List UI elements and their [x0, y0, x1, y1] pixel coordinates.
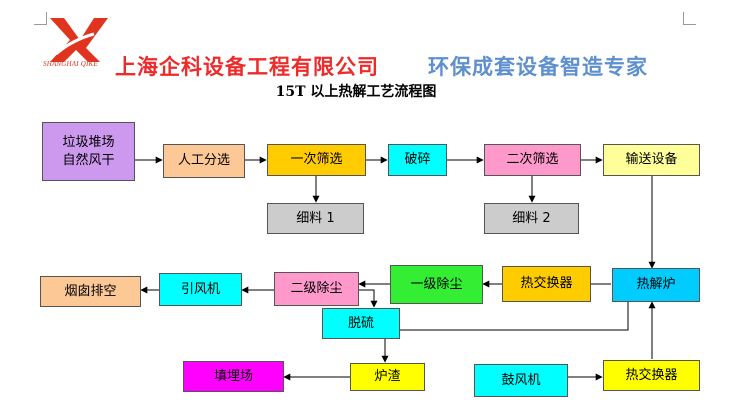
page-corner-mark-right — [683, 12, 696, 25]
node-dust-removal-1: 一级除尘 — [390, 265, 483, 304]
node-fines-2: 细料 2 — [484, 203, 579, 234]
node-crush: 破碎 — [388, 144, 447, 176]
node-induced-fan: 引风机 — [159, 273, 242, 306]
node-screen-1: 一次筛选 — [267, 144, 366, 176]
node-manual-sort: 人工分选 — [163, 144, 245, 178]
page-corner-mark-left — [34, 12, 47, 25]
company-slogan: 环保成套设备智造专家 — [428, 54, 648, 79]
diagram-title: 15T 以上热解工艺流程图 — [275, 84, 437, 100]
node-screen-2: 二次筛选 — [484, 144, 581, 176]
logo-text: SHANGHAI QIKE — [43, 60, 98, 68]
node-conveyor: 输送设备 — [603, 144, 700, 176]
node-heat-exchanger-2: 热交换器 — [603, 360, 700, 391]
node-dust-removal-2: 二级除尘 — [274, 272, 359, 306]
node-slag: 炉渣 — [350, 363, 425, 391]
node-garbage-yard: 垃圾堆场 自然风干 — [42, 122, 135, 181]
node-fines-1: 细料 1 — [267, 203, 364, 234]
node-desulfurization: 脱硫 — [322, 308, 400, 339]
node-landfill: 填埋场 — [183, 361, 284, 392]
node-chimney: 烟囱排空 — [40, 276, 141, 307]
node-heat-exchanger-1: 热交换器 — [502, 266, 591, 302]
qike-logo — [50, 18, 108, 62]
node-pyrolysis-furnace: 热解炉 — [612, 268, 700, 302]
edge-furnace-to-desulf — [400, 300, 629, 331]
company-name: 上海企科设备工程有限公司 — [115, 54, 379, 79]
edge-dust2-to-desulf — [359, 289, 378, 308]
node-blower: 鼓风机 — [474, 364, 568, 397]
